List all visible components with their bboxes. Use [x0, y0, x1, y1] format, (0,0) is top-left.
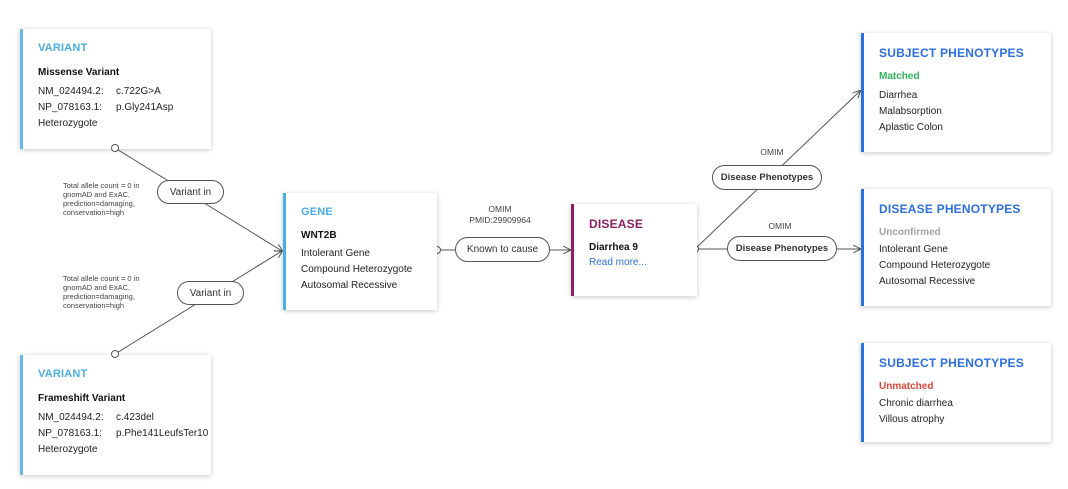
zygosity: Heterozygote: [38, 444, 98, 455]
variant-row: NM_024494.2: c.722G>A: [38, 84, 211, 100]
variant-title: VARIANT: [38, 42, 88, 54]
gene-title: GENE: [301, 206, 333, 218]
disease-name: Diarrhea 9: [589, 242, 638, 253]
gene-attribute: Compound Heterozygote: [301, 264, 413, 275]
phenotype-item: Chronic diarrhea: [879, 398, 953, 409]
read-more-link[interactable]: Read more...: [589, 257, 647, 268]
edge-label-variant-in[interactable]: Variant in: [157, 180, 224, 204]
phenotype-item: Compound Heterozygote: [879, 260, 991, 271]
phenotype-item: Villous atrophy: [879, 414, 945, 425]
variant-name: Missense Variant: [38, 67, 120, 78]
zygosity: Heterozygote: [38, 118, 98, 129]
subject-phenotypes-matched-card[interactable]: SUBJECT PHENOTYPES Matched Diarrhea Mala…: [861, 33, 1051, 152]
transcript-id: NM_024494.2:: [38, 412, 104, 423]
edge-label-disease-phenotypes[interactable]: Disease Phenotypes: [712, 165, 822, 190]
disease-title: DISEASE: [589, 217, 644, 231]
edge-source: OMIM: [768, 221, 792, 231]
phenotypes-title: SUBJECT PHENOTYPES: [879, 46, 1024, 60]
protein-id: NP_078163.1:: [38, 102, 102, 113]
protein-change: p.Phe141LeufsTer10: [116, 428, 209, 439]
transcript-id: NM_024494.2:: [38, 86, 104, 97]
status-badge: Unmatched: [879, 381, 934, 392]
edge-label-variant-in[interactable]: Variant in: [177, 281, 244, 305]
variant-card-missense[interactable]: VARIANT Missense Variant NM_024494.2: c.7…: [20, 29, 211, 149]
gene-attribute: Intolerant Gene: [301, 248, 370, 259]
variant-row: NM_024494.2: c.423del: [38, 410, 211, 426]
connector-dot: [111, 350, 119, 358]
phenotype-item: Aplastic Colon: [879, 122, 943, 133]
phenotype-item: Diarrhea: [879, 90, 918, 101]
protein-change: p.Gly241Asp: [116, 102, 174, 113]
protein-id: NP_078163.1:: [38, 428, 102, 439]
status-badge: Unconfirmed: [879, 227, 941, 238]
phenotype-item: Intolerant Gene: [879, 244, 948, 255]
phenotypes-title: SUBJECT PHENOTYPES: [879, 356, 1024, 370]
connector-dot: [111, 144, 119, 152]
variant-row: NP_078163.1: p.Phe141LeufsTer10: [38, 426, 211, 442]
edge-source: OMIM PMID:29909964: [469, 204, 531, 225]
subject-phenotypes-unmatched-card[interactable]: SUBJECT PHENOTYPES Unmatched Chronic dia…: [861, 343, 1051, 442]
disease-card[interactable]: DISEASE Diarrhea 9 Read more...: [571, 204, 697, 296]
variant-name: Frameshift Variant: [38, 393, 126, 404]
variant-card-frameshift[interactable]: VARIANT Frameshift Variant NM_024494.2: c…: [20, 355, 211, 475]
edge-source: OMIM: [760, 147, 784, 157]
edge-label-disease-phenotypes[interactable]: Disease Phenotypes: [727, 236, 837, 261]
transcript-change: c.423del: [116, 412, 154, 423]
gene-name: WNT2B: [301, 230, 337, 241]
phenotype-item: Malabsorption: [879, 106, 942, 117]
edge-label-known-to-cause[interactable]: Known to cause: [455, 237, 550, 262]
status-badge: Matched: [879, 71, 920, 82]
phenotype-item: Autosomal Recessive: [879, 276, 976, 287]
phenotypes-title: DISEASE PHENOTYPES: [879, 202, 1021, 216]
transcript-change: c.722G>A: [116, 86, 161, 97]
gene-card[interactable]: GENE WNT2B Intolerant Gene Compound Hete…: [283, 193, 437, 310]
variant-title: VARIANT: [38, 368, 88, 380]
gene-attribute: Autosomal Recessive: [301, 280, 398, 291]
variant-row: NP_078163.1: p.Gly241Asp: [38, 100, 211, 116]
disease-phenotypes-card[interactable]: DISEASE PHENOTYPES Unconfirmed Intoleran…: [861, 189, 1051, 306]
